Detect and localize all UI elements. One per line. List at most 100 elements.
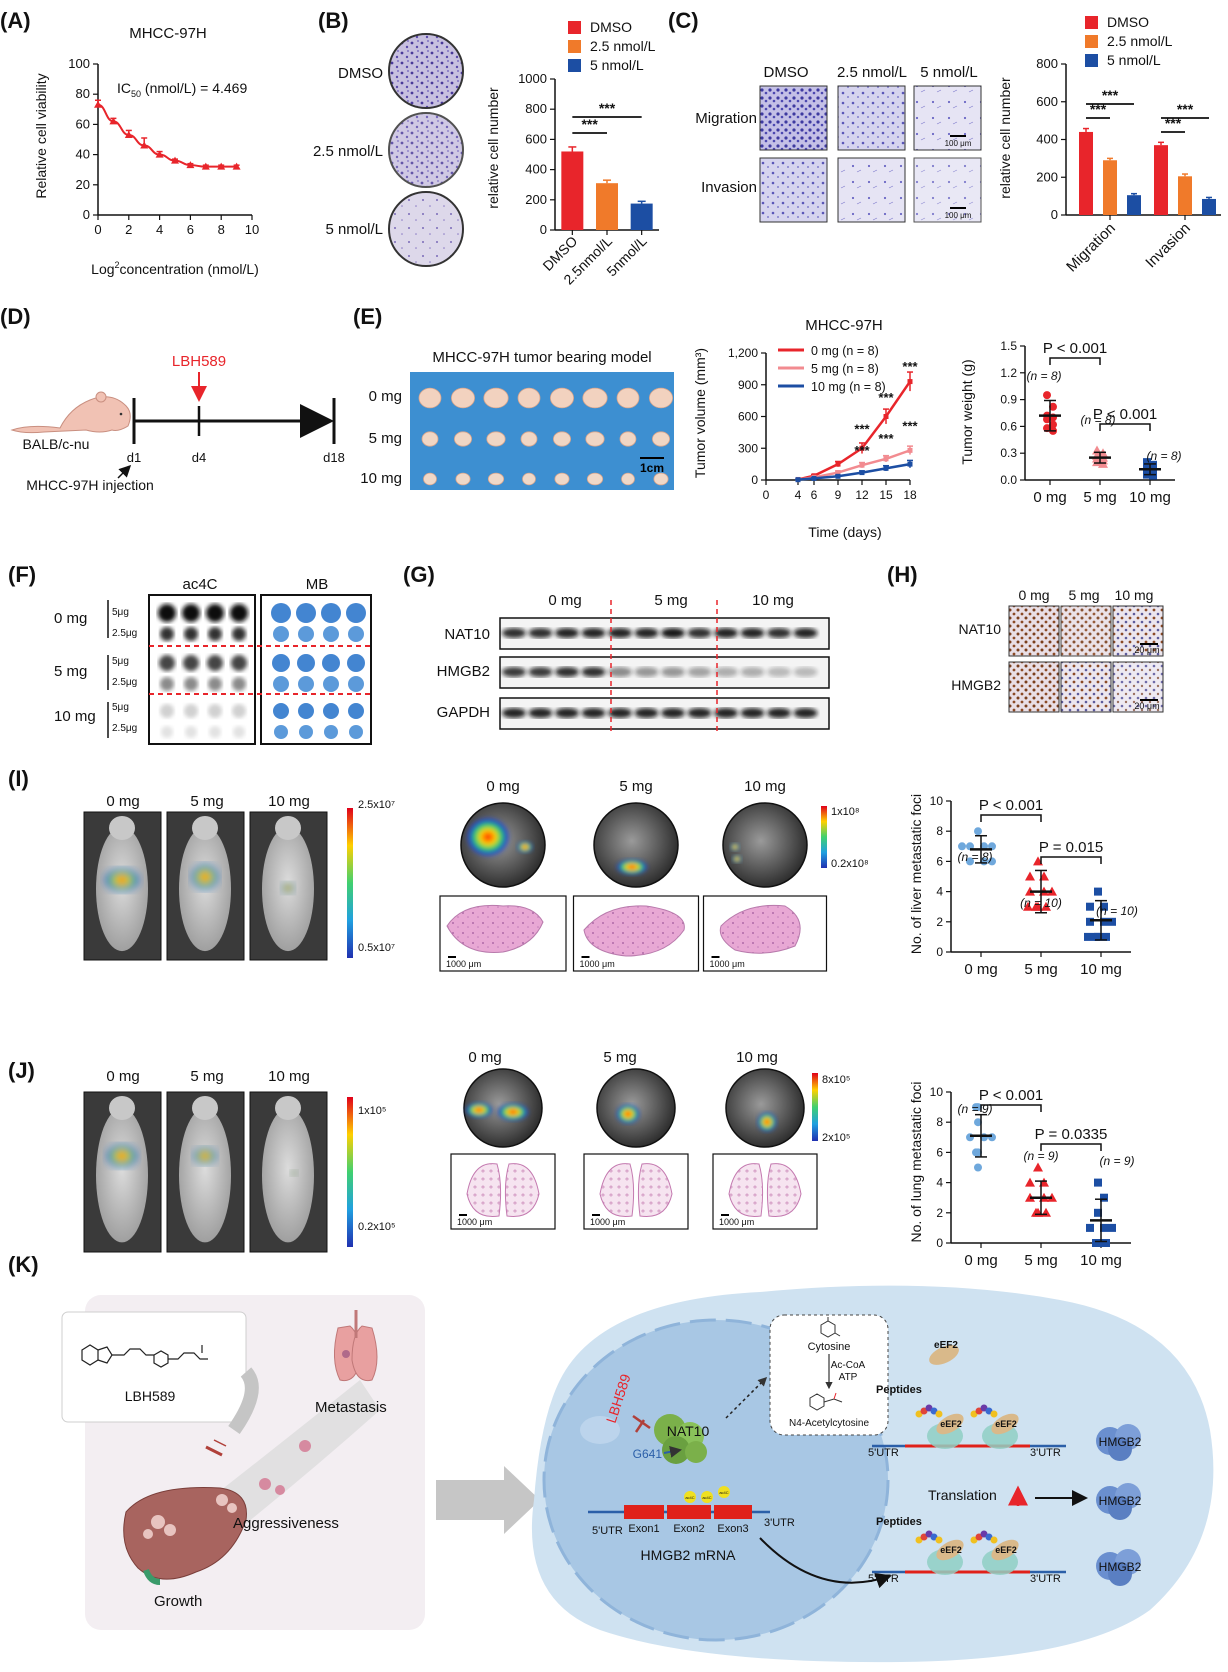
tumor-row-0: 0 mg xyxy=(369,388,402,405)
x-tick-label: 6 xyxy=(187,222,194,237)
ac4c-dot xyxy=(231,655,247,671)
ac4c-dot xyxy=(160,704,174,718)
wb-band xyxy=(634,708,659,718)
data-point xyxy=(966,1133,974,1142)
eef2-free: eEF2 xyxy=(929,1340,959,1365)
panel-c-ylabel-g: relative cell number xyxy=(997,77,1013,199)
wb-band xyxy=(714,628,738,638)
transwell-inv-dmso xyxy=(759,157,828,223)
mb-dot xyxy=(322,654,340,672)
growth-label: Growth xyxy=(154,1593,202,1610)
n-label: (n = 10) xyxy=(1020,896,1062,910)
tumor-specimen xyxy=(418,387,442,409)
panel-i-imaging: 0 mg 5 mg 10 mg 2.5x10⁷ 0.5x10⁷ 0 mg 5 m… xyxy=(83,778,869,972)
eef2-label: eEF2 xyxy=(995,1419,1017,1429)
panel-j-label: (J) xyxy=(8,1058,35,1083)
panel-b-ylabel-g: relative cell number xyxy=(485,87,501,209)
bioluminescence-signal xyxy=(104,868,140,892)
ivis-j-col-0: 0 mg xyxy=(106,1068,139,1085)
n-label: (n = 8) xyxy=(1026,369,1061,383)
transwell-mig-dmso xyxy=(759,85,828,151)
ac4c-dot xyxy=(183,655,199,671)
transwell-inv-2-5 xyxy=(837,157,906,223)
y-tick-label: 800 xyxy=(525,101,547,116)
comparison-bracket xyxy=(1099,423,1151,431)
data-point xyxy=(94,100,102,108)
transwell-row-invasion: Invasion xyxy=(701,179,757,196)
ac4c-site-1 xyxy=(684,1491,696,1503)
mb-dot xyxy=(272,654,290,672)
y-tick-label: 80 xyxy=(76,86,90,101)
y-tick-label: 900 xyxy=(738,378,758,392)
data-point xyxy=(171,156,179,164)
x-tick-label: 10 mg xyxy=(1080,961,1122,978)
tumor-specimen xyxy=(653,472,669,486)
hmgb2-blob xyxy=(1108,1496,1132,1520)
tumor-specimen xyxy=(586,472,604,486)
panel-e-weight-text: Tumor weight (g) xyxy=(959,359,975,464)
y-tick-label: 100 xyxy=(68,56,90,71)
lbh589-structure xyxy=(81,1344,208,1368)
data-point xyxy=(988,857,996,866)
transwell-inv-5 xyxy=(913,157,982,223)
mouse-head xyxy=(275,1096,301,1120)
legend-swatch xyxy=(568,21,581,34)
mb-dot xyxy=(349,725,363,739)
mb-dot xyxy=(321,603,341,623)
wb-band xyxy=(528,628,553,638)
ac4c-dot xyxy=(184,677,198,691)
tumor-photo-scale: 1cm xyxy=(640,461,664,475)
bioluminescence-signal xyxy=(757,1112,777,1132)
data-point xyxy=(835,470,841,476)
sig-stars: *** xyxy=(902,359,918,374)
mouse-strain: BALB/c-nu xyxy=(23,436,90,452)
liver-foci-ylabel: No. of liver metastatic foci xyxy=(908,794,924,954)
utr5-top: 5'UTR xyxy=(868,1447,899,1459)
bar xyxy=(1079,131,1093,215)
dotblot-row-10: 10 mg xyxy=(54,708,96,725)
wb-band xyxy=(608,667,632,677)
legend-label: 2.5 nmol/L xyxy=(1107,33,1173,49)
wb-band xyxy=(502,708,526,718)
comparison-bracket xyxy=(1040,1143,1102,1151)
comparison-bracket xyxy=(1049,357,1101,365)
panel-a-ylabel: Relative cell viability xyxy=(33,73,49,198)
wb-band xyxy=(661,667,685,677)
wb-band xyxy=(634,667,659,677)
legend-label: 10 mg (n = 8) xyxy=(811,380,886,394)
he-tissue xyxy=(466,1163,540,1218)
ihc-hmgb2-10 xyxy=(1112,661,1164,713)
y-tick-label: 40 xyxy=(76,147,90,162)
wb-band xyxy=(555,628,579,638)
y-tick-label: 0.6 xyxy=(1000,419,1017,433)
export-arrow xyxy=(759,1537,892,1589)
ihc-col-10: 10 mg xyxy=(1115,587,1154,603)
data-point xyxy=(1041,901,1051,911)
data-point xyxy=(859,462,865,468)
cytosine-label: Cytosine xyxy=(808,1341,851,1353)
ivis-i-col-0: 0 mg xyxy=(106,793,139,810)
y-tick-label: 0 xyxy=(751,473,758,487)
tumor-specimen xyxy=(585,431,605,447)
eef2-factor xyxy=(936,1413,964,1435)
utr3-top: 3'UTR xyxy=(1030,1447,1061,1459)
p-value: P = 0.015 xyxy=(1039,839,1103,856)
y-tick-label: 8 xyxy=(936,824,943,838)
ctc-2 xyxy=(259,1478,271,1490)
panel-j-imaging: 0 mg 5 mg 10 mg 1x10⁵ 0.2x10⁵ 0 mg 5 mg … xyxy=(83,1049,850,1253)
n4-acetylcytosine-label: N4-Acetylcytosine xyxy=(789,1418,869,1429)
he-scale-label: 1000 μm xyxy=(710,959,745,969)
data-point xyxy=(1086,1223,1094,1232)
ihc-hmgb2-5 xyxy=(1060,661,1112,713)
he-scale-label: 1000 μm xyxy=(446,959,481,969)
mb-dot xyxy=(348,626,364,642)
data-point xyxy=(795,477,801,483)
tumor-specimen xyxy=(649,387,674,409)
mb-dot xyxy=(296,603,316,623)
y-tick-label: 10 xyxy=(930,794,944,808)
ivis-i-scale-lo: 0.5x10⁷ xyxy=(358,942,395,954)
y-tick-label: 400 xyxy=(525,162,547,177)
panel-c-label: (C) xyxy=(668,8,699,33)
x-tick-label: 5 mg xyxy=(1024,1252,1057,1269)
